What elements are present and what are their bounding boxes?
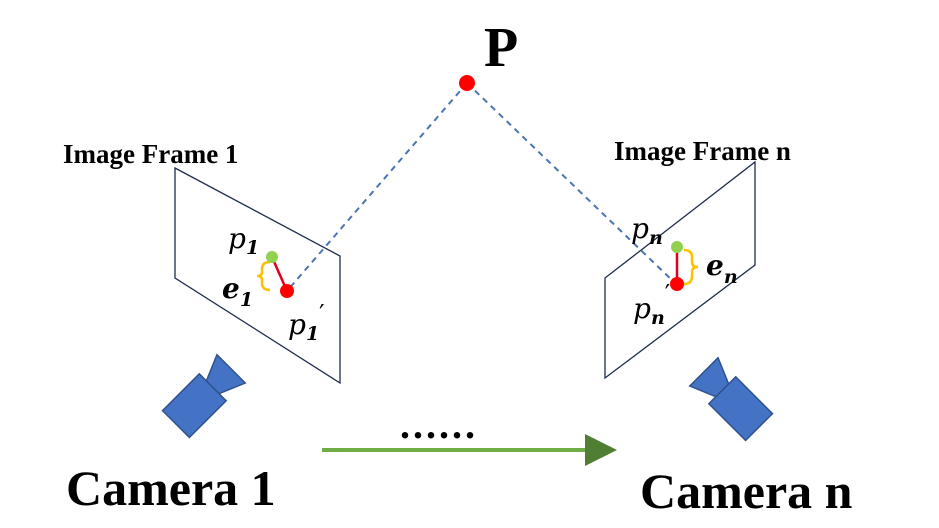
point-p [459,75,475,91]
camera-icon [161,353,247,439]
camera-1-label: Camera 1 [66,460,276,516]
projected-point-n [670,277,684,291]
observed-point-n [671,241,683,253]
error-1-label: e1 [222,272,253,311]
projection-ray-1 [286,82,468,292]
error-brace-1 [256,260,271,292]
projected-point-1 [280,284,294,298]
camera-icon [688,356,774,442]
projected-point-1-label: p1′ [288,300,325,345]
image-frame-1 [174,166,341,385]
observed-point-n-label: pn [631,212,663,249]
observed-point-1 [266,251,278,263]
projection-ray-n [466,82,677,285]
point-p-label: P [484,17,518,79]
image-frame-1-title: Image Frame 1 [63,139,238,169]
camera-n-label: Camera n [640,463,853,519]
image-frame-n-title: Image Frame n [614,136,791,166]
projected-point-n-label: pn′ [633,280,670,329]
image-frame-n [604,160,756,380]
error-n-label: en [706,249,738,288]
error-brace-n [683,248,699,286]
sequence-ellipsis: ...... [400,402,478,447]
observed-point-1-label: p1 [228,222,259,259]
